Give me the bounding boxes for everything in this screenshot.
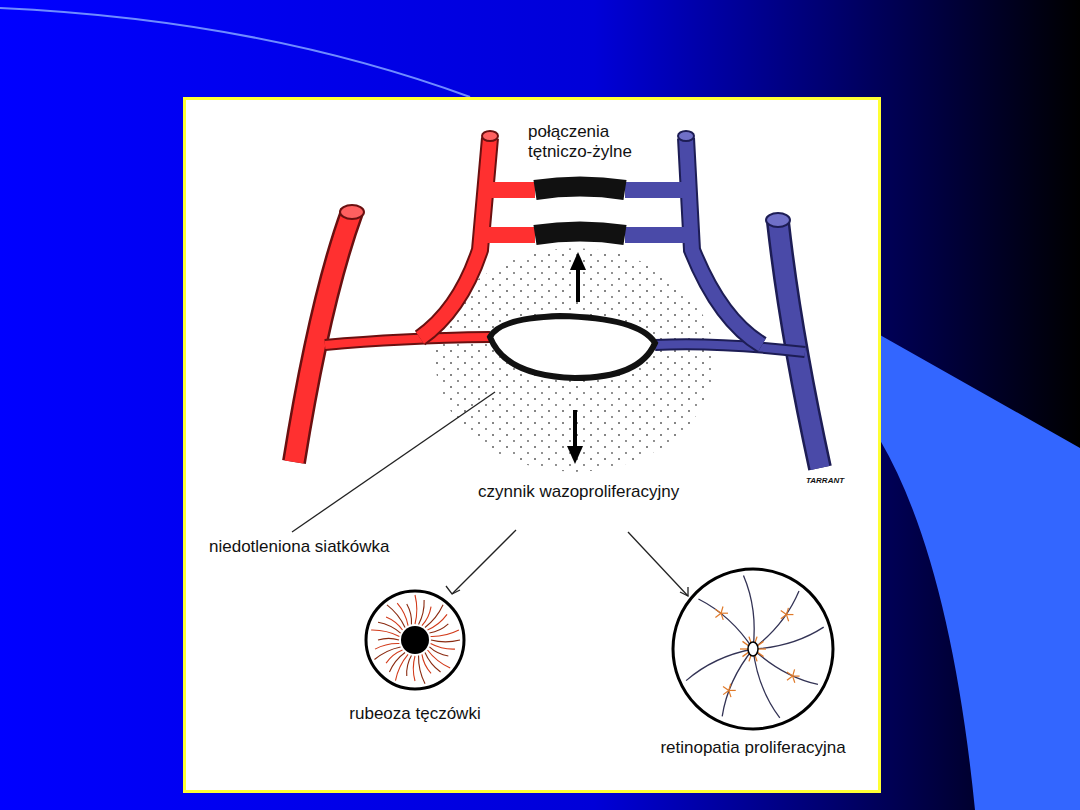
iris-drawing [363,588,467,692]
diagram-label: połączenia tętniczo-żylne [528,122,658,162]
iris-circle: rubeoza tęczówki [336,588,494,724]
diagram-label: czynnik wazoproliferacyjny [478,482,718,502]
diagram-label: niedotleniona siatkówka [209,537,429,557]
circle-caption: rubeoza tęczówki [336,704,494,724]
signature: TARRANT [806,476,856,486]
circle-caption: retinopatia proliferacyjna [644,738,862,758]
fundus-drawing [670,566,836,732]
fundus-circle: retinopatia proliferacyjna [644,566,862,758]
